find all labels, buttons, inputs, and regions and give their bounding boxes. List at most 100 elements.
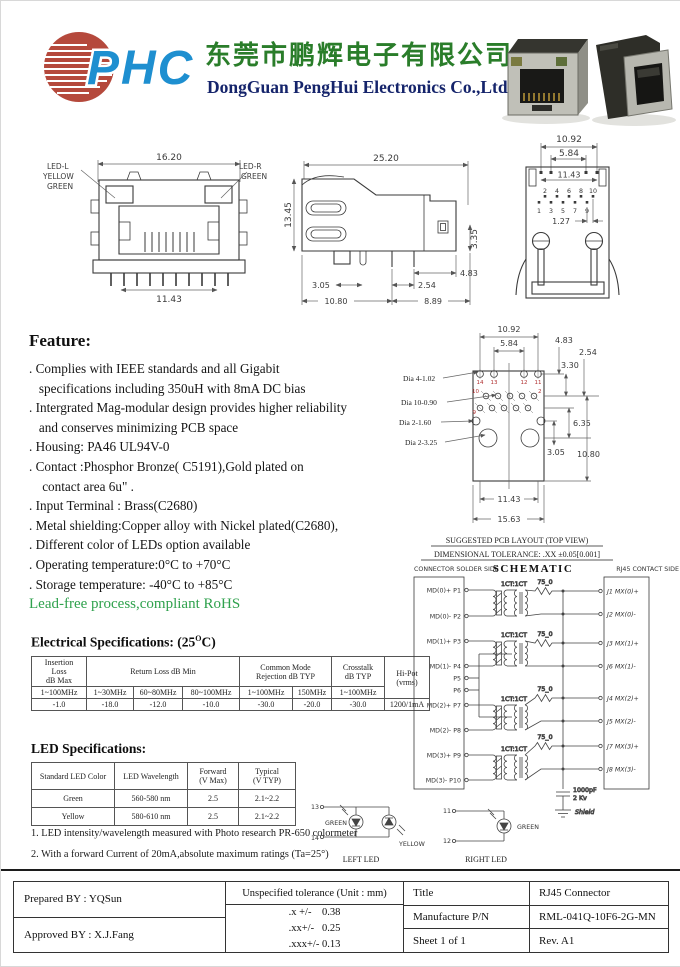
pcb-dim-1092: 10.92 (498, 325, 521, 334)
tolerance-x: .x +/- 0.38 (288, 907, 341, 919)
company-name-en: DongGuan PengHui Electronics Co.,Ltd (207, 77, 508, 97)
pcb-dim-330: 3.30 (561, 361, 579, 370)
side-dim-335: 3.35 (470, 229, 480, 249)
electrical-specs-heading: Electrical Specifications: (25OC) (31, 634, 216, 650)
pn-label: Manufacture P/N (404, 906, 529, 930)
svg-text:3: 3 (549, 208, 553, 215)
led-specs-heading: LED Specifications: (31, 741, 147, 756)
left-led-yellow-label: YELLOW (398, 841, 426, 848)
left-led-green-label: GREEN (325, 820, 347, 827)
feature-item: . Storage temperature: -40°C to +85°C (29, 576, 233, 592)
pcb-dim-635: 6.35 (573, 419, 591, 428)
pcb-dia-label: Dia 4-1.02 (403, 374, 435, 383)
side-dim-1080: 10.80 (325, 297, 348, 306)
svg-text:J8 MX(3)-: J8 MX(3)- (605, 767, 637, 774)
shield-label: Shield (575, 809, 595, 816)
feature-item: . Operating temperature:0°C to +70°C (29, 556, 231, 572)
svg-text:MD(1)- P4: MD(1)- P4 (430, 664, 461, 671)
svg-text:10: 10 (589, 188, 597, 195)
feature-item: contact area 6u" . (29, 478, 134, 494)
pcb-dia-label: Dia 2-1.60 (399, 418, 431, 427)
svg-text:J6 MX(1)-: J6 MX(1)- (605, 664, 637, 671)
schematic-right-pins: J1 MX(0)+ J2 MX(0)- J3 MX(1)+ J6 MX(1)- … (598, 589, 639, 774)
led-spec-notes: 1. LED intensity/wavelength measured wit… (31, 823, 357, 865)
svg-text:75_0: 75_0 (537, 631, 552, 638)
top-dim-1143: 11.43 (558, 171, 581, 180)
svg-text:MD(2)- P8: MD(2)- P8 (430, 728, 461, 735)
svg-text:J5 MX(2)-: J5 MX(2)- (605, 719, 637, 726)
right-led-circuit: 11 12 GREEN RIGHT LED (443, 808, 539, 864)
pcb-dim-254: 2.54 (579, 348, 597, 357)
footer-title-block: Prepared BY : YQSun Approved BY : X.J.Fa… (13, 881, 669, 953)
right-led-green-label: GREEN (517, 824, 539, 831)
divider-line (1, 869, 680, 871)
company-logo: PHC (43, 32, 195, 102)
top-dim-1092: 10.92 (556, 135, 582, 145)
pcb-pin-11: 11 (535, 380, 542, 386)
top-dim-127: 1.27 (552, 217, 570, 226)
top-view-drawing: 10.92 5.84 11.43 2 4 6 8 10 1 3 5 7 9 (515, 135, 620, 299)
rohs-note: Lead-free process,compliant RoHS (29, 596, 241, 613)
pcb-dim-584: 5.84 (500, 339, 518, 348)
company-name-cn: 东莞市鹏辉电子有限公司 (205, 41, 514, 71)
feature-item: specifications including 350uH with 8mA … (29, 380, 306, 396)
svg-text:J1 MX(0)+: J1 MX(0)+ (605, 589, 639, 596)
front-dim-top: 16.20 (156, 153, 182, 163)
svg-text:YELLOW: YELLOW (42, 172, 74, 181)
resistor-label: 75_0 (537, 579, 552, 586)
svg-text:1CT:1CT: 1CT:1CT (501, 632, 527, 639)
schematic-right-header: RJ45 CONTACT SIDE (616, 566, 679, 573)
side-dim-305: 3.05 (312, 281, 330, 290)
side-dim-889: 8.89 (424, 297, 442, 306)
led-specs-table: Standard LED Color LED Wavelength Forwar… (31, 762, 296, 826)
pcb-pin-14: 14 (477, 380, 484, 386)
led-l-label: LED-L (47, 162, 69, 171)
feature-item: . Contact :Phosphor Bronze( C5191),Gold … (29, 458, 304, 474)
cap-voltage-label: 2 Kv (573, 795, 587, 802)
pcb-dim-1563: 15.63 (498, 515, 521, 524)
schematic-left-header: CONNECTOR SOLDER SIDE (414, 566, 499, 573)
prepared-by: Prepared BY : YQSun (14, 882, 225, 918)
schematic-drawing: CONNECTOR SOLDER SIDE SCHEMATIC RJ45 CON… (311, 563, 679, 864)
top-dim-584: 5.84 (559, 149, 579, 159)
feature-item: . Intergrated Mag-modular design provide… (29, 400, 348, 416)
transformer-ratio-label: 1CT:1CT (501, 581, 527, 588)
pcb-layout-drawing: 10.92 5.84 14 13 12 11 10 2 9 4.83 2.54 … (399, 325, 613, 561)
side-dim-1345: 13.45 (284, 202, 294, 228)
approved-by: Approved BY : X.J.Fang (24, 928, 134, 941)
side-dim-483: 4.83 (460, 269, 478, 278)
front-view-drawing: 16.20 LED-L YELLOW GREEN LED-R GREEN (42, 153, 267, 305)
pcb-tolerance-caption: DIMENSIONAL TOLERANCE: .XX ±0.05[0.001] (434, 550, 600, 559)
pcb-pin-12: 12 (521, 380, 528, 386)
product-photo (502, 35, 676, 126)
pcb-pin-9: 9 (473, 410, 477, 416)
svg-text:8: 8 (579, 188, 583, 195)
transformer-unit-2: 1CT:1CT 75_0 (468, 631, 599, 667)
svg-text:MD(1)+ P3: MD(1)+ P3 (427, 639, 461, 646)
side-view-drawing: 25.20 13.45 3.35 4.83 3.05 2.54 10.80 8.… (284, 154, 480, 306)
front-dim-bottom: 11.43 (156, 295, 182, 305)
pcb-dim-483: 4.83 (555, 336, 573, 345)
svg-text:75_0: 75_0 (537, 734, 552, 741)
pcb-dim-1143: 11.43 (498, 495, 521, 504)
svg-text:1CT:1CT: 1CT:1CT (501, 696, 527, 703)
cap-value-label: 1000pF (573, 787, 597, 794)
svg-text:GREEN: GREEN (241, 172, 267, 181)
svg-text:MD(3)+ P9: MD(3)+ P9 (427, 753, 461, 760)
pcb-dim-305: 3.05 (547, 448, 565, 457)
pcb-pin-2: 2 (538, 389, 542, 395)
led-r-label: LED-R (239, 162, 262, 171)
svg-text:J3 MX(1)+: J3 MX(1)+ (605, 641, 639, 648)
pcb-pin-10: 10 (472, 389, 479, 395)
tolerance-xx: .xx+/- 0.25 (288, 923, 341, 934)
right-led-caption: RIGHT LED (465, 855, 507, 864)
svg-text:P6: P6 (453, 688, 461, 695)
svg-text:MD(3)- P10: MD(3)- P10 (426, 778, 461, 785)
led-pin-14: 14 (311, 835, 319, 842)
svg-text:6: 6 (567, 188, 571, 195)
feature-item: . Complies with IEEE standards and all G… (29, 361, 280, 376)
title-label: Title (404, 882, 529, 906)
svg-text:J7 MX(3)+: J7 MX(3)+ (605, 744, 639, 751)
rev-value: Rev. A1 (539, 934, 575, 947)
